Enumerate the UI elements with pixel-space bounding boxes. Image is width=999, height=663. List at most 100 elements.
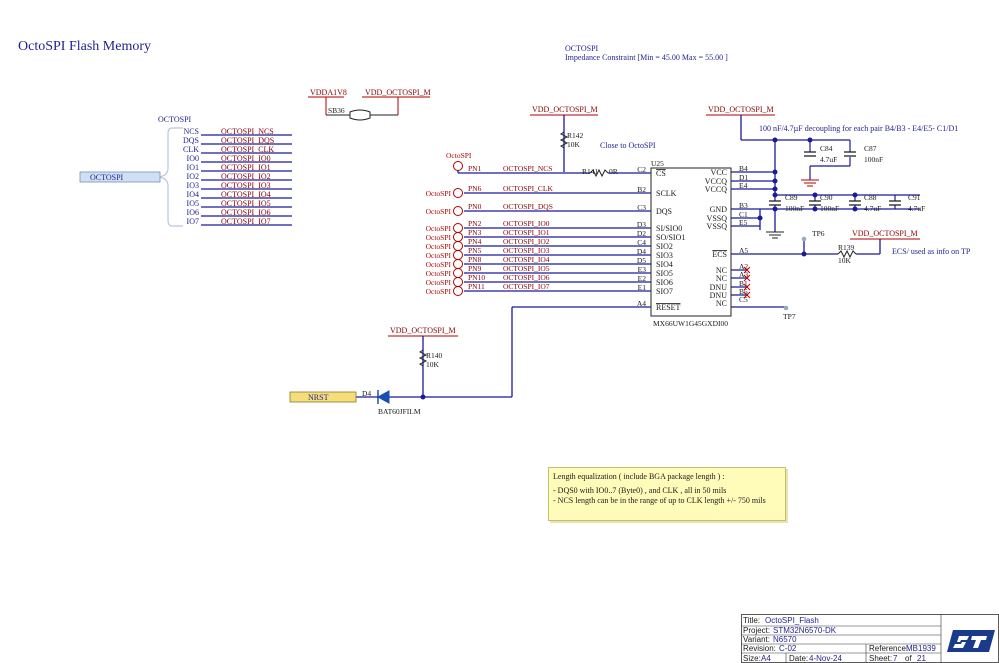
capacitor-ref: C89 [785, 193, 798, 202]
bus-net-label: OCTOSPI_IO3 [221, 181, 271, 190]
chip-pin-name: SI/SIO0 [656, 224, 682, 233]
tb-variant-label: Variant: [743, 635, 770, 644]
sb36-label: SB36 [328, 106, 345, 115]
octospi-tag-label: OctoSPI [426, 189, 452, 198]
r142-ref: R142 [567, 131, 584, 140]
chip-port-pin-label: PN2 [468, 219, 482, 228]
r140-ref: R140 [426, 351, 443, 360]
chip-pin-number: A2 [739, 262, 748, 271]
d4-ref: D4 [362, 389, 371, 398]
tb-reference-label: Reference: [869, 644, 909, 653]
st-logo [947, 630, 995, 652]
chip-port-pin-label: PN9 [468, 264, 482, 273]
capacitor-value: 4.7uF [908, 204, 925, 213]
tp6-testpoint[interactable] [801, 236, 807, 242]
length-equalization-note: Length equalization ( include BGA packag… [548, 467, 786, 521]
tp7-testpoint[interactable] [783, 305, 789, 311]
impedance-constraint: Impedance Constraint [Min = 45.00 Max = … [565, 53, 728, 62]
chip-pin-name: NC [716, 299, 727, 308]
bus-net-label: OCTOSPI_IO0 [221, 154, 271, 163]
chip-net-label: OCTOSPI_IO2 [503, 237, 550, 246]
chip-pin-number: D5 [637, 256, 646, 265]
chip-pin-name: NC [716, 274, 727, 283]
vdd-octospi-reset-label: VDD_OCTOSPI_M [390, 326, 456, 335]
chip-left-pins: CSC2OCTOSPI_NCSPN1OctoSPISCLKB2OCTOSPI_C… [426, 151, 686, 312]
octospi-tag-label: OctoSPI [426, 287, 452, 296]
chip-pin-name: SIO4 [656, 260, 673, 269]
r140-resistor: R140 10K [418, 349, 443, 369]
bus-pin-label: IO6 [187, 208, 199, 217]
junction-dot [772, 137, 778, 143]
decoupling-note: 100 nF/4.7µF decoupling for each pair B4… [759, 124, 958, 133]
octospi-tag-marker [453, 161, 463, 171]
capacitor-ref: C90 [820, 193, 833, 202]
bus-net-label: OCTOSPI_IO7 [221, 217, 271, 226]
vdd-octospi-right-label: VDD_OCTOSPI_M [708, 105, 774, 114]
chip-pin-number: C5 [739, 295, 748, 304]
chip-pin-name: SIO6 [656, 278, 673, 287]
chip-pin-number: B5 [739, 287, 748, 296]
bus-net-label: OCTOSPI_IO4 [221, 190, 271, 199]
chip-pin-number: A5 [739, 246, 748, 255]
chip-pin-name: VSSQ [707, 214, 728, 223]
chip-pin-name: VCCQ [705, 185, 727, 194]
chip-port-pin-label: PN0 [468, 202, 482, 211]
bus-pin-label: IO7 [187, 217, 199, 226]
vdd-octospi-ecs-label: VDD_OCTOSPI_M [852, 229, 918, 238]
tb-date-label: Date: [789, 654, 809, 663]
chip-net-label: OCTOSPI_IO5 [503, 264, 550, 273]
chip-pin-number: B4 [739, 164, 748, 173]
chip-pin-name: SIO2 [656, 242, 673, 251]
chip-port-pin-label: PN8 [468, 255, 482, 264]
bus-pin-label: IO1 [187, 163, 199, 172]
tb-variant-value: N6570 [773, 635, 797, 644]
decoupling-capacitors: C844.7uFC87100nFC89100nFC90100nFC884.7uF… [757, 137, 925, 257]
ground-symbol-top [801, 179, 819, 187]
chip-pin-name: RESET [656, 303, 681, 312]
chip-pin-name: GND [710, 205, 728, 214]
vdda1v8-label: VDDA1V8 [310, 88, 347, 97]
chip-pin-number: A4 [637, 299, 646, 308]
chip-pin-name: VCCQ [705, 177, 727, 186]
chip-pin-number: B1 [739, 279, 748, 288]
chip-pin-name: SCLK [656, 189, 677, 198]
chip-pin-name: CS [656, 169, 666, 178]
chip-net-label: OCTOSPI_CLK [503, 184, 553, 193]
capacitor-ref: C84 [820, 144, 833, 153]
ground-symbol [766, 209, 784, 239]
junction-dot [772, 169, 778, 175]
sb36-jumper: SB36 [326, 106, 398, 121]
chip-net-label: OCTOSPI_IO6 [503, 273, 550, 282]
tp7-label: TP7 [783, 312, 796, 321]
nrst-port[interactable]: NRST [289, 391, 357, 403]
d4-part: BAT60JFILM [378, 407, 421, 416]
tb-sheet-of: of [905, 654, 912, 663]
tb-revision-value: C-02 [779, 644, 797, 653]
octospi-tag-label: OctoSPI [426, 207, 452, 216]
chip-pin-name: VSSQ [707, 222, 728, 231]
chip-port-pin-label: PN1 [468, 164, 482, 173]
chip-pin-name: SIO5 [656, 269, 673, 278]
octospi-tag-label: OctoSPI [426, 224, 452, 233]
bus-pin-label: CLK [183, 145, 199, 154]
octospi-tag-label: OctoSPI [426, 242, 452, 251]
note-line-1: Length equalization ( include BGA packag… [553, 472, 725, 481]
bus-net-label: OCTOSPI_IO2 [221, 172, 271, 181]
tb-sheet-total: 21 [917, 654, 926, 663]
tb-title-value: OctoSPI_Flash [765, 616, 819, 625]
tb-reference-value: MB1939 [906, 644, 936, 653]
chip-pin-number: E4 [739, 181, 748, 190]
chip-pin-number: D2 [637, 229, 646, 238]
chip-pin-name: ECS [712, 250, 727, 259]
bus-pin-label: NCS [183, 127, 199, 136]
octospi-tag-marker [453, 188, 463, 198]
octospi-tag-marker [453, 286, 463, 296]
chip-pin-number: B2 [637, 185, 646, 194]
note-line-2: - DQS0 with IO0..7 (Byte0) , and CLK , a… [553, 486, 727, 495]
octospi-tag-label: OctoSPI [426, 278, 452, 287]
junction-dot [812, 192, 818, 198]
r142-resistor: R142 10K [559, 131, 584, 149]
octospi-port[interactable]: OCTOSPI [79, 171, 161, 183]
bus-pin-label: IO3 [187, 181, 199, 190]
